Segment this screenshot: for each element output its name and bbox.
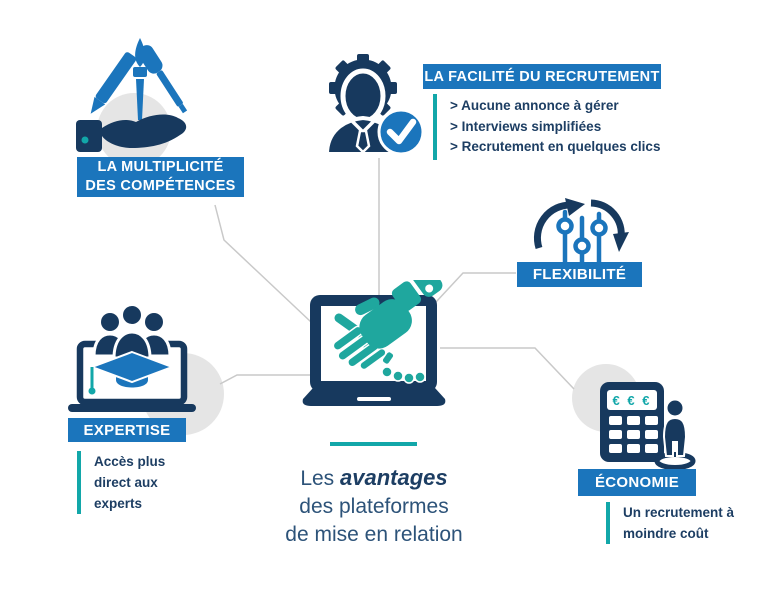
label-flexibilite: FLEXIBILITÉ xyxy=(517,262,642,287)
graduation-cap-icon xyxy=(88,350,175,395)
recruiter-figure xyxy=(654,398,696,470)
economie-note: Un recrutement à moindre coût xyxy=(606,502,763,544)
expertise-note: Accès plus direct aux experts xyxy=(77,451,194,514)
label-competences: LA MULTIPLICITÉ DES COMPÉTENCES xyxy=(77,157,244,197)
calculator-display-text: € € € xyxy=(613,393,652,408)
title-divider xyxy=(330,442,417,446)
title-line3: de mise en relation xyxy=(285,523,463,546)
recrutement-bullets: > Aucune annonce à gérer > Interviews si… xyxy=(433,94,660,160)
bullet-item: > Interviews simplifiées xyxy=(450,118,602,134)
title-prefix: Les xyxy=(300,467,335,490)
calculator-buttons xyxy=(609,416,658,453)
main-title: Les avantages des plateformes de mise en… xyxy=(258,464,490,549)
check-badge-icon xyxy=(377,108,425,154)
screwdriver-icon xyxy=(138,45,188,114)
cuff xyxy=(411,280,443,297)
connector-economie xyxy=(440,347,575,390)
connector-flexibilite xyxy=(435,272,516,303)
person-gear-check-icon xyxy=(325,54,425,154)
bullet-item: > Recrutement en quelques clics xyxy=(450,139,661,154)
connector-competences xyxy=(214,204,312,323)
laptop-handshake-icon xyxy=(302,280,446,406)
label-economie: ÉCONOMIE xyxy=(578,469,696,496)
center-laptop-notch xyxy=(357,397,391,401)
label-competences-line2: DES COMPÉTENCES xyxy=(85,178,236,194)
laptop-team-graduation-icon xyxy=(68,304,196,412)
handshake-icon xyxy=(332,280,443,384)
title-line2: des plateformes xyxy=(299,495,449,518)
sliders-cycle-icon xyxy=(533,198,629,264)
label-recrutement: LA FACILITÉ DU RECRUTEMENT xyxy=(423,64,661,89)
title-line1: Les avantages xyxy=(258,464,490,493)
cycle-arrows-icon xyxy=(533,198,629,252)
calculator-euro-icon: € € € xyxy=(600,382,696,470)
sliders-icon xyxy=(556,209,608,264)
label-expertise: EXPERTISE xyxy=(68,418,186,442)
calculator-display xyxy=(607,390,657,410)
title-highlight: avantages xyxy=(340,465,448,490)
open-hand-icon xyxy=(76,114,187,152)
hand-tools-icon xyxy=(76,38,188,152)
connector-expertise xyxy=(219,374,310,385)
bullet-item: > Aucune annonce à gérer xyxy=(450,98,619,113)
laptop-base xyxy=(68,404,196,412)
team-silhouettes xyxy=(92,304,172,360)
pencil-icon xyxy=(90,52,137,114)
label-competences-line1: LA MULTIPLICITÉ xyxy=(97,159,224,175)
